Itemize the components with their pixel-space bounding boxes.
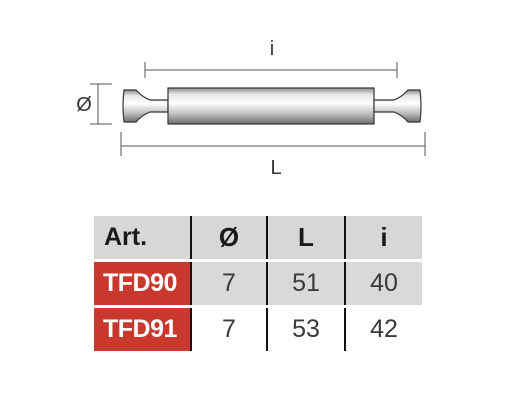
dimension-diameter: Ø	[76, 83, 112, 125]
table-row: TFD91 7 53 42	[94, 306, 422, 351]
diameter-value: 7	[190, 306, 267, 351]
dimension-L-label: L	[270, 157, 281, 179]
article-code: TFD91	[94, 306, 191, 351]
header-diameter: Ø	[190, 216, 267, 262]
article-code: TFD90	[94, 260, 191, 308]
header-inner: i	[344, 216, 422, 262]
header-art: Art.	[94, 216, 191, 262]
table-row: TFD90 7 51 40	[94, 260, 422, 308]
dimension-L: L	[120, 132, 426, 179]
dimension-diameter-label: Ø	[76, 94, 92, 116]
inner-length-value: 40	[344, 260, 422, 308]
dimension-i-label: i	[270, 38, 274, 60]
diameter-value: 7	[190, 260, 267, 308]
header-length: L	[266, 216, 345, 262]
inner-length-value: 42	[344, 306, 422, 351]
dimension-i: i	[144, 38, 398, 78]
length-value: 51	[266, 260, 345, 308]
spec-table: Art. Ø L i TFD90 7 51 40 TFD91 7 53 42	[94, 216, 422, 351]
technical-drawing: i Ø L	[76, 38, 426, 179]
connector-bolt	[122, 87, 422, 125]
table-header-row: Art. Ø L i	[94, 216, 422, 262]
length-value: 53	[266, 306, 345, 351]
